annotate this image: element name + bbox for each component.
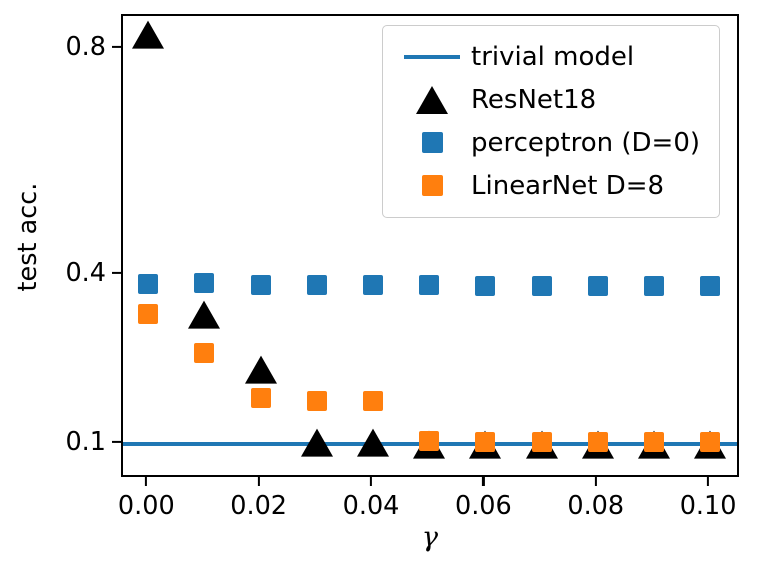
resnet18-point [244,356,277,385]
linearnet-point [363,390,383,411]
y-tick-label: 0.4 [65,257,106,288]
linearnet-point [419,431,440,452]
x-tick-mark [594,477,597,486]
legend-item[interactable]: ResNet18 [393,78,709,121]
perceptron-point [194,273,215,294]
y-tick-label: 0.1 [65,427,106,458]
linearnet-point [531,432,552,453]
resnet18-point [188,300,221,329]
y-tick-mark [112,271,121,274]
perceptron-point [531,275,552,296]
x-tick-label: 0.06 [454,491,512,521]
data-layer [123,16,737,475]
perceptron-point [250,275,271,296]
perceptron-point [700,275,721,296]
x-tick-label: 0.02 [230,491,288,521]
resnet18-point [357,428,389,457]
legend-triangle-icon [416,85,448,114]
legend-item[interactable]: trivial model [393,35,709,78]
legend-item[interactable]: LinearNet D=8 [393,164,709,207]
y-tick-mark [112,45,121,49]
y-axis-label: test acc. [13,182,43,292]
perceptron-point [475,275,496,296]
legend-label: LinearNet D=8 [471,170,665,201]
y-tick-mark [112,441,121,444]
perceptron-point [306,275,327,296]
x-tick-label: 0.08 [567,491,625,521]
linearnet-point [306,390,327,411]
perceptron-point [587,275,608,296]
x-tick-mark [707,477,710,486]
linearnet-point [643,432,664,453]
legend-label: perceptron (D=0) [471,127,701,158]
x-tick-mark [369,477,373,486]
perceptron-point [643,275,664,296]
linearnet-point [587,432,608,453]
resnet18-point [300,428,333,457]
legend-item[interactable]: perceptron (D=0) [393,121,709,164]
x-axis-label: γ [421,522,439,553]
linearnet-point [700,432,721,453]
x-tick-mark [257,477,260,486]
legend-square-icon [421,175,443,196]
resnet18-point [132,20,165,49]
perceptron-point [419,275,440,296]
legend-label: trivial model [471,41,635,72]
linearnet-point [475,432,496,453]
linearnet-point [138,303,159,324]
x-tick-mark [482,477,485,486]
legend-line-icon [404,54,460,59]
linearnet-point [194,342,215,363]
perceptron-point [138,274,159,295]
y-tick-label: 0.8 [65,32,106,63]
legend-label: ResNet18 [471,84,597,115]
linearnet-point [250,387,271,408]
legend-square-icon [421,132,443,153]
x-tick-mark [145,477,148,486]
x-tick-label: 0.04 [342,491,400,521]
x-tick-label: 0.00 [117,491,175,521]
perceptron-point [363,275,383,296]
x-tick-label: 0.10 [679,491,737,521]
